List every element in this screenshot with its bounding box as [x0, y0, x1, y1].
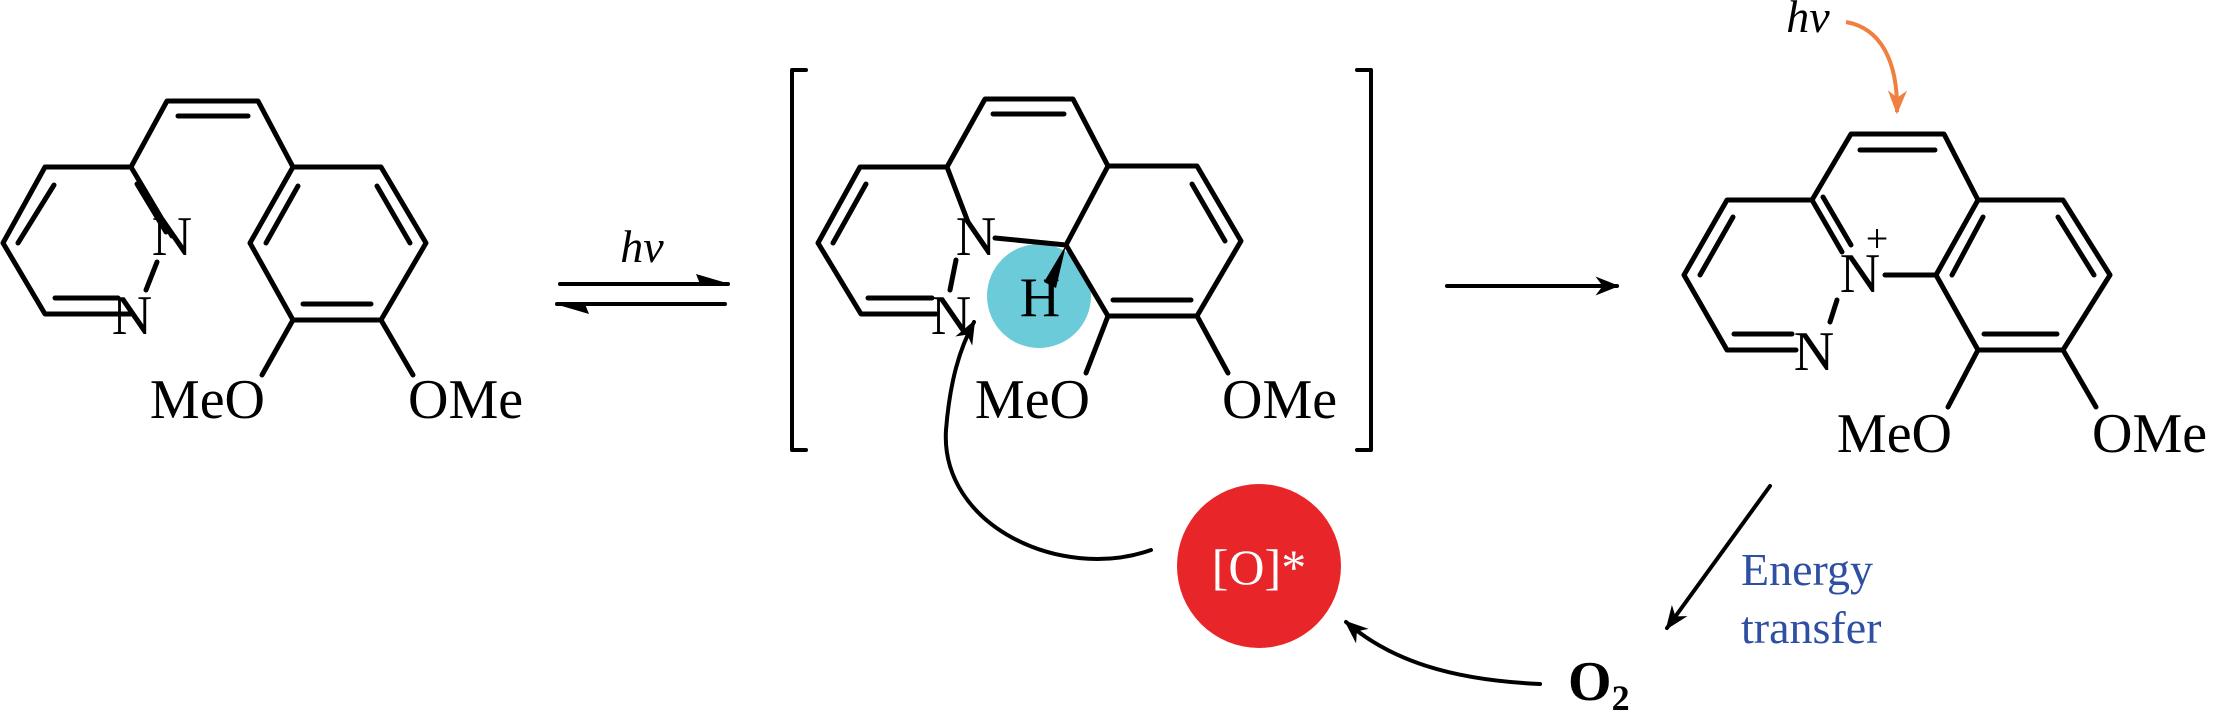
equilibrium-arrows: hν — [555, 221, 730, 314]
oxidant-circle — [1177, 484, 1341, 648]
oxygen-label: O2 — [1568, 651, 1630, 713]
wedge-bond — [1044, 245, 1066, 288]
product-n2-label: N — [1794, 321, 1834, 383]
energy-transfer-arrow — [1665, 484, 1772, 630]
equilibrium-light-label: hν — [620, 221, 664, 272]
reactant-n1-label: N — [152, 206, 192, 268]
reactant-molecule: N N MeO OMe — [0, 98, 523, 431]
intermediate-ome-label: OMe — [1222, 369, 1337, 431]
oxidation-cycle: Energy transfer O2 [O]* — [943, 319, 1881, 713]
product-n-plus-label: N — [1840, 243, 1880, 305]
energy-transfer-line1: Energy — [1741, 544, 1873, 595]
intermediate-meo-label: MeO — [975, 369, 1090, 431]
hydrogen-abstraction-arrow — [943, 319, 1153, 561]
reactant-n2-label: N — [112, 285, 152, 347]
intermediate-h-label: H — [1020, 267, 1060, 329]
product-meo-label: MeO — [1837, 403, 1952, 465]
oxygen-to-oxidant-arrow — [1344, 620, 1542, 686]
product-light-label: hν — [1786, 0, 1830, 42]
product-charge-label: + — [1866, 216, 1889, 261]
intermediate-molecule: N N H MeO OMe — [790, 68, 1373, 452]
reactant-ome-label: OMe — [408, 369, 523, 431]
hydrogen-highlight — [987, 244, 1091, 348]
oxidant-label: [O]* — [1212, 539, 1306, 595]
product-molecule: N + N MeO OMe hν — [1681, 0, 2207, 465]
product-ome-label: OMe — [2092, 403, 2207, 465]
light-arrow — [1845, 20, 1908, 115]
energy-transfer-line2: transfer — [1741, 602, 1881, 653]
reactant-meo-label: MeO — [150, 369, 265, 431]
intermediate-n1-label: N — [956, 206, 996, 268]
